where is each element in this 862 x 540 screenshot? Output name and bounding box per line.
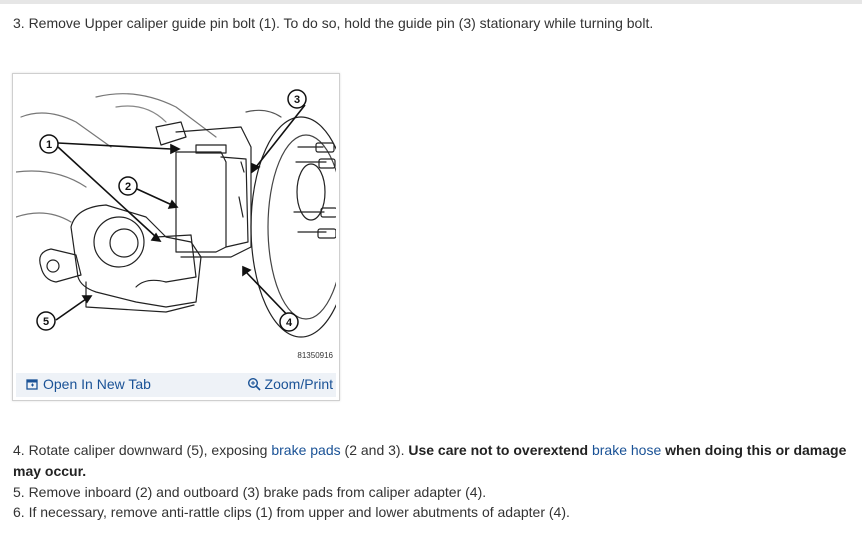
svg-text:3: 3	[294, 94, 300, 106]
zoom-print-link[interactable]: Zoom/Print	[247, 376, 333, 392]
svg-text:4: 4	[286, 317, 293, 329]
brake-hose-link[interactable]: brake hose	[591, 442, 662, 458]
step-3: 3. Remove Upper caliper guide pin bolt (…	[13, 15, 654, 31]
step-5: 5. Remove inboard (2) and outboard (3) b…	[13, 484, 487, 500]
brake-pads-link[interactable]: brake pads	[271, 442, 341, 458]
step-4: 4. Rotate caliper downward (5), exposing…	[13, 440, 861, 482]
caliper-illustration: 1 2 3 4 5	[16, 89, 336, 338]
svg-text:2: 2	[125, 181, 131, 193]
top-divider	[0, 0, 862, 4]
open-in-new-tab-link[interactable]: Open In New Tab	[25, 376, 151, 392]
open-in-new-tab-label: Open In New Tab	[43, 376, 151, 392]
callout-1: 1	[39, 134, 59, 154]
svg-text:5: 5	[43, 316, 49, 328]
svg-text:1: 1	[46, 139, 52, 151]
figure-toolbar: Open In New Tab Zoom/Print	[16, 373, 336, 397]
callout-3: 3	[287, 89, 307, 109]
step-4-warning-end: when doing this or damage may occur.	[13, 442, 847, 479]
step-4-warning: Use care not to overextend	[408, 442, 592, 458]
callout-5: 5	[36, 311, 56, 331]
figure-code: 81350916	[297, 351, 333, 360]
step-4-text: 4. Rotate caliper downward (5), exposing	[13, 442, 272, 458]
callout-2: 2	[118, 176, 138, 196]
open-tab-icon	[25, 377, 39, 391]
zoom-icon	[247, 377, 261, 391]
step-6: 6. If necessary, remove anti-rattle clip…	[13, 504, 570, 520]
zoom-print-label: Zoom/Print	[264, 376, 333, 392]
step-4-text-mid: (2 and 3).	[340, 442, 409, 458]
callout-4: 4	[279, 312, 299, 332]
figure-box: 1 2 3 4 5 81350916 Ope	[12, 73, 340, 401]
